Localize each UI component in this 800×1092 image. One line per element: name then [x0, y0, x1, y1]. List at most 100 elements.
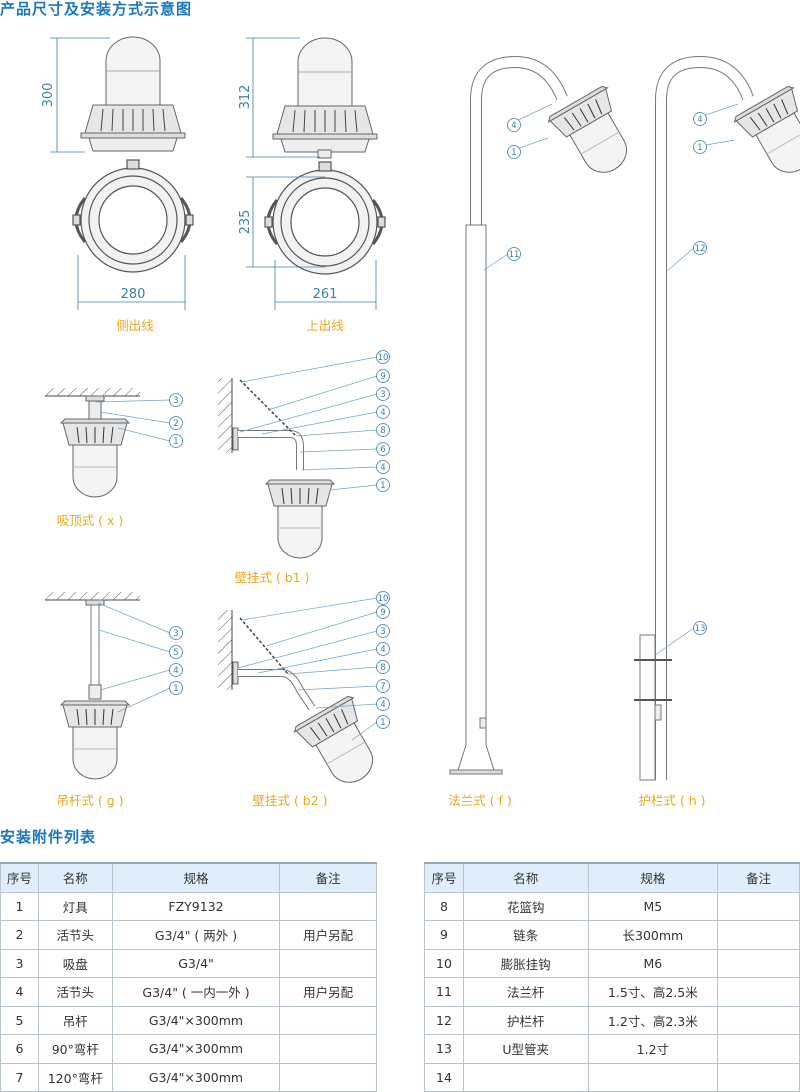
callout-number: 4 [380, 463, 385, 473]
callout-leader [287, 666, 378, 675]
callout-number: 1 [173, 437, 178, 447]
caption-pendant: 吊杆式 ( g ) [56, 793, 123, 808]
cell-note [717, 977, 800, 1007]
cell-index: 10 [424, 948, 464, 978]
flange-pole-drawing: 法兰式 ( f ) [448, 55, 645, 808]
callout-circle [169, 434, 183, 448]
cell-note [279, 948, 377, 978]
cell-name: 90°弯杆 [37, 1034, 113, 1064]
callout-number: 3 [380, 627, 385, 637]
callout-circle [376, 369, 390, 383]
callout-circle [507, 118, 521, 132]
callout-leader [117, 427, 171, 442]
callout-number: 5 [173, 648, 178, 658]
dim-top-depth: 235 [238, 210, 253, 235]
callout-number: 4 [380, 645, 385, 655]
callout-circle [376, 442, 390, 456]
cell-spec: G3/4" [111, 948, 281, 978]
callout-circle [376, 460, 390, 474]
callout-leader [667, 247, 695, 271]
callout-number: 9 [380, 608, 385, 618]
cell-note [717, 948, 800, 978]
ceiling-mount-drawing: 吸顶式 ( x ) [45, 388, 140, 528]
callout-number: 8 [380, 663, 385, 673]
callout-circle [169, 645, 183, 659]
callout-number: 1 [380, 718, 385, 728]
callout-circle [693, 621, 707, 635]
callout-circle [376, 423, 390, 437]
caption-guardrail: 护栏式 ( h ) [638, 793, 705, 808]
cell-spec: 1.2寸 [587, 1034, 719, 1064]
callout-number: 4 [511, 121, 516, 131]
cell-note [717, 891, 800, 921]
cell-name: 活节头 [37, 977, 113, 1007]
cell-note [279, 1062, 377, 1092]
cell-name: 链条 [462, 920, 589, 950]
callout-leader [97, 602, 171, 634]
callout-number: 6 [380, 445, 385, 455]
callout-number: 10 [378, 353, 389, 363]
cell-name: U型管夹 [462, 1034, 589, 1064]
callout-leader [483, 253, 509, 271]
table-header-row: 序号 名称 规格 备注 [424, 862, 800, 893]
cell-name: 吸盘 [37, 948, 113, 978]
callout-number: 4 [173, 666, 178, 676]
callout-number: 12 [695, 244, 706, 254]
cell-name: 120°弯杆 [37, 1062, 113, 1092]
cell-index: 6 [0, 1034, 39, 1064]
section-title-drawings: 产品尺寸及安装方式示意图 [0, 0, 193, 18]
callout-leader [237, 630, 378, 669]
table-row: 14 [424, 1062, 800, 1092]
wall-b1-drawing: 壁挂式 ( b1 ) [218, 378, 335, 585]
callout-number: 1 [511, 148, 516, 158]
callout-number: 3 [380, 390, 385, 400]
caption-wall-b2: 壁挂式 ( b2 ) [252, 793, 327, 808]
cell-spec: 1.5寸、高2.5米 [587, 977, 719, 1007]
callout-leader [257, 648, 378, 674]
callout-leader [329, 484, 378, 491]
top-outlet-drawing: 312 235 261 上出线 [238, 37, 387, 333]
cell-spec: G3/4"×300mm [111, 1034, 281, 1064]
callout-circle [169, 393, 183, 407]
callout-circle [376, 478, 390, 492]
cell-note [717, 1005, 800, 1035]
cell-spec: G3/4" ( 一内一外 ) [111, 977, 281, 1007]
pendant-drawing: 吊杆式 ( g ) [45, 592, 140, 808]
callout-number: 2 [173, 419, 178, 429]
cell-spec: 长300mm [587, 920, 719, 950]
callout-leader [315, 703, 378, 709]
cell-spec: G3/4"×300mm [111, 1062, 281, 1092]
callout-circle [693, 241, 707, 255]
callout-leader [241, 597, 378, 621]
callout-leader [99, 669, 171, 691]
cell-note [717, 1034, 800, 1064]
header-note: 备注 [279, 862, 377, 893]
dim-top-height: 312 [238, 85, 253, 110]
callout-leader [99, 411, 171, 424]
callout-number: 13 [695, 624, 706, 634]
caption-ceiling: 吸顶式 ( x ) [57, 513, 124, 528]
callout-circle [693, 112, 707, 126]
cell-name: 活节头 [37, 920, 113, 950]
callout-number: 10 [378, 594, 389, 604]
callout-leader [265, 611, 378, 647]
guardrail-pole-drawing: 护栏式 ( h ) [634, 55, 800, 808]
callout-circle [376, 715, 390, 729]
dim-side-height: 300 [41, 83, 56, 108]
header-note: 备注 [717, 862, 800, 893]
callout-leader [654, 627, 695, 656]
callout-leader [295, 429, 378, 437]
cell-name: 灯具 [37, 891, 113, 921]
callout-circle [169, 626, 183, 640]
cell-index: 7 [0, 1062, 39, 1092]
